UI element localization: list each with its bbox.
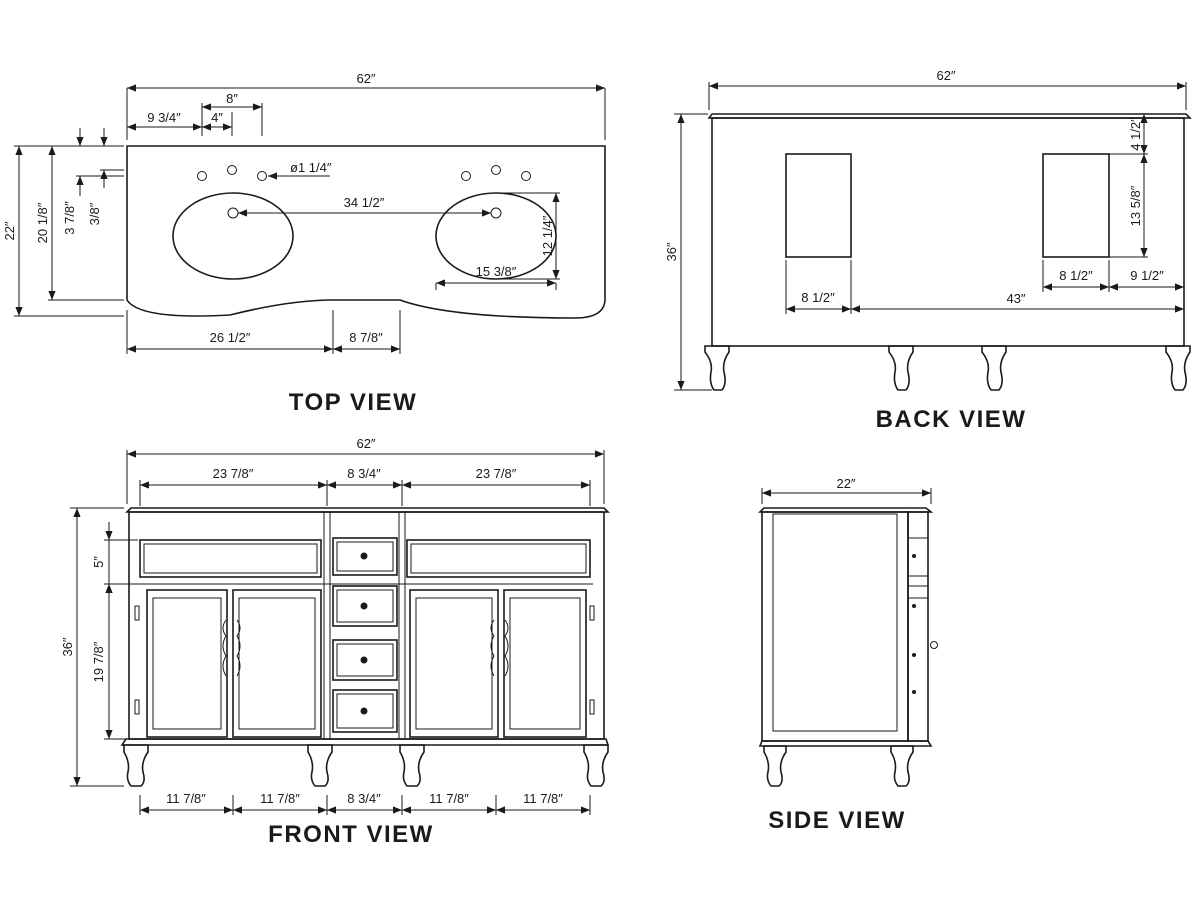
right-offset-label: 9 1/2″	[1130, 268, 1164, 283]
side-foot	[763, 745, 787, 787]
front-height-label: 36″	[60, 637, 75, 656]
door-2-width-label: 11 7/8″	[260, 791, 300, 806]
side-handle	[930, 641, 938, 649]
hole-spread-label: 8″	[226, 91, 238, 106]
hole-center-label: 4″	[211, 110, 223, 125]
drawer-knob	[360, 552, 368, 560]
left-drain	[227, 207, 239, 219]
door	[232, 589, 322, 738]
front-base	[120, 738, 610, 746]
back-foot	[981, 345, 1007, 391]
faucet-hole	[491, 165, 501, 175]
back-overall-width-label: 62″	[936, 68, 955, 83]
center-drawer	[332, 537, 398, 576]
drawer-knob	[360, 602, 368, 610]
side-depth-label: 22″	[836, 476, 855, 491]
top-overall-width-label: 62″	[356, 71, 375, 86]
countertop-outline	[126, 145, 606, 319]
back-height-label: 36″	[664, 242, 679, 261]
center-recess-label: 8 7/8″	[349, 330, 383, 345]
back-opening-right	[1042, 153, 1110, 258]
front-view-title: FRONT VIEW	[268, 821, 434, 848]
door-handle	[236, 619, 241, 677]
door	[503, 589, 587, 738]
door-height-label: 19 7/8″	[91, 641, 106, 682]
drawer-width-label: 8 3/4″	[347, 791, 381, 806]
top-view: 62″ 8″ 4″ 9 3/4″ ø1 1/4″ 34 1/2″ 12 1/4″…	[2, 71, 606, 416]
front-view: 62″ 23 7/8″ 8 3/4″ 23 7/8″ 36″ 5″ 19 7/8…	[60, 436, 610, 848]
side-view: 22″ SIDE VIEW	[758, 476, 938, 834]
bowl-width-label: 15 3/8″	[476, 264, 517, 279]
door-4-width-label: 11 7/8″	[523, 791, 563, 806]
hole-diameter-label: ø1 1/4″	[290, 160, 332, 175]
opening-width-left-label: 8 1/2″	[801, 290, 835, 305]
door-3-width-label: 11 7/8″	[429, 791, 469, 806]
sink-spacing-label: 34 1/2″	[344, 195, 385, 210]
back-opening-left	[785, 153, 852, 258]
back-foot	[704, 345, 730, 391]
door-handle	[504, 619, 509, 677]
bowl-depth-label: 12 1/4″	[540, 215, 555, 256]
drawer-height-label: 5″	[91, 556, 106, 568]
faucet-hole	[521, 171, 531, 181]
back-offset-a-label: 3 7/8″	[62, 201, 77, 235]
door-1-width-label: 11 7/8″	[166, 791, 206, 806]
faucet-hole	[227, 165, 237, 175]
side-foot	[890, 745, 914, 787]
faucet-offset-label: 9 3/4″	[147, 110, 181, 125]
opening-top-label: 4 1/2″	[1128, 117, 1143, 151]
door	[146, 589, 228, 738]
side-view-title: SIDE VIEW	[768, 807, 906, 834]
drawer-knob	[360, 656, 368, 664]
false-drawer-right	[406, 539, 591, 578]
side-width-label: 26 1/2″	[210, 330, 251, 345]
false-drawer-left	[139, 539, 322, 578]
back-view-title: BACK VIEW	[876, 406, 1027, 433]
right-drain	[490, 207, 502, 219]
center-drawer	[332, 639, 398, 681]
center-drawer	[332, 689, 398, 733]
door-handle	[490, 619, 495, 677]
opening-width-right-label: 8 1/2″	[1059, 268, 1093, 283]
front-foot	[123, 744, 149, 787]
opening-height-label: 13 5/8″	[1128, 185, 1143, 226]
left-sink-bowl	[172, 192, 294, 280]
top-depth-label: 22″	[2, 221, 17, 240]
side-panel	[772, 513, 898, 732]
faucet-hole	[257, 171, 267, 181]
back-foot	[1165, 345, 1191, 391]
front-foot	[399, 744, 425, 787]
right-section-label: 23 7/8″	[476, 466, 517, 481]
back-cabinet-body	[711, 117, 1185, 347]
front-overall-width-label: 62″	[356, 436, 375, 451]
door	[409, 589, 499, 738]
center-section-label: 8 3/4″	[347, 466, 381, 481]
back-foot	[888, 345, 914, 391]
opening-spacing-label: 43″	[1006, 291, 1025, 306]
door-handle	[222, 619, 227, 677]
faucet-hole	[197, 171, 207, 181]
top-depth-inner-label: 20 1/8″	[35, 202, 50, 243]
drawer-knob	[360, 707, 368, 715]
faucet-hole	[461, 171, 471, 181]
front-foot	[583, 744, 609, 787]
front-foot	[307, 744, 333, 787]
top-view-title: TOP VIEW	[289, 389, 417, 416]
left-section-label: 23 7/8″	[213, 466, 254, 481]
side-cabinet-body	[761, 511, 909, 742]
back-offset-b-label: 3/8″	[87, 202, 102, 225]
back-view: 62″ 36″ 4 1/2″ 13 5/8″ 8 1/2″ 9 1/2″ 8 1…	[664, 68, 1192, 433]
center-drawer	[332, 585, 398, 627]
